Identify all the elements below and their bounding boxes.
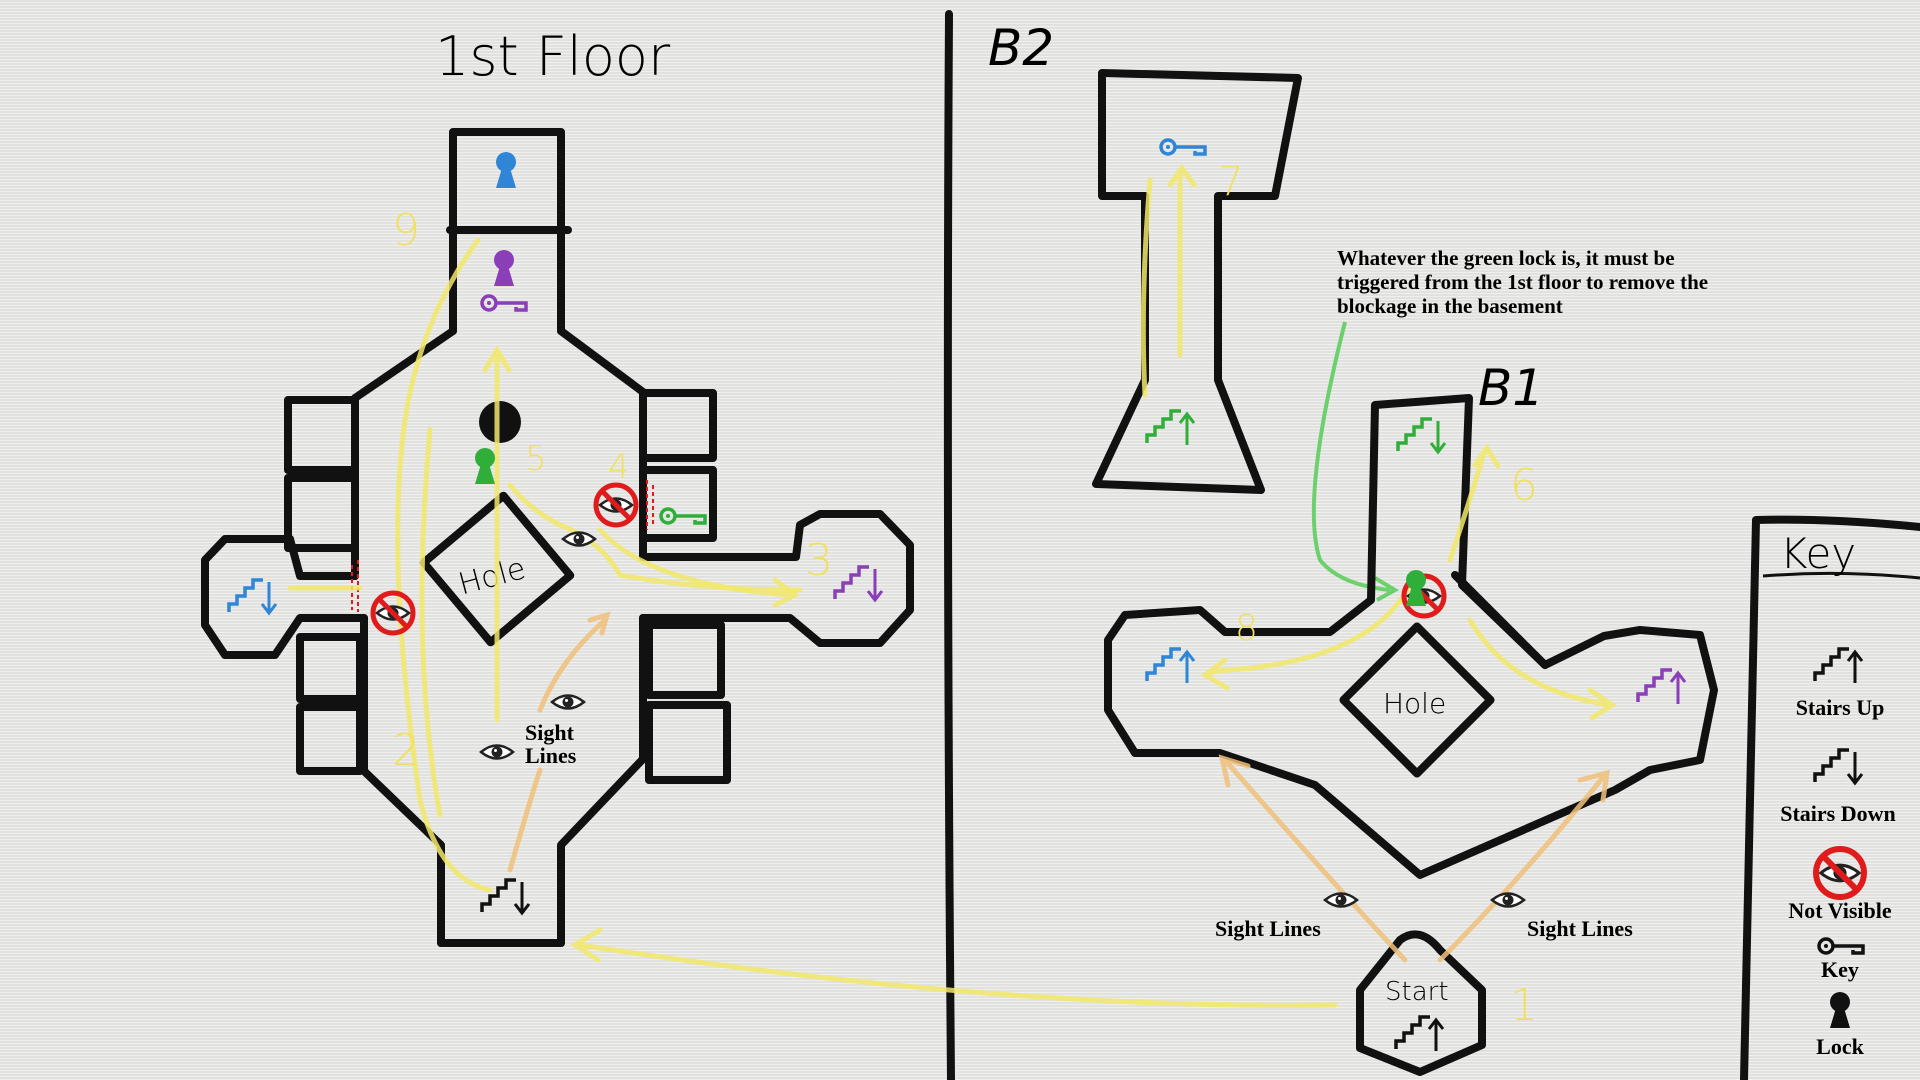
sight-lines-label: Sight Lines — [1527, 916, 1633, 941]
step-number: 6 — [1510, 460, 1538, 511]
legend-title: Key — [1780, 529, 1856, 578]
sight-lines-label: Lines — [525, 743, 577, 768]
stairs-down-icon — [1813, 748, 1864, 785]
sight-arrow — [1218, 754, 1408, 963]
path-purple — [1467, 617, 1617, 721]
note-line: blockage in the basement — [1337, 294, 1563, 318]
legend-label: Stairs Down — [1780, 801, 1896, 826]
lock-icon — [1830, 992, 1850, 1028]
stairs-up-icon — [1636, 668, 1687, 706]
not-visible-icon — [596, 485, 636, 525]
green-lock-note: Whatever the green lock is, it must be t… — [1337, 246, 1708, 318]
left-stair-room — [201, 535, 368, 659]
eye-icon — [1323, 892, 1359, 908]
step-number: 9 — [392, 205, 420, 256]
side-room — [645, 701, 731, 784]
stairs-down-icon — [480, 878, 531, 915]
stairs-down-icon — [1396, 417, 1447, 454]
step-number: 5 — [525, 439, 547, 479]
start-label: Start — [1385, 977, 1449, 1007]
stairs-up-icon — [1813, 647, 1864, 685]
side-room — [645, 621, 725, 699]
green-lock-icon — [475, 448, 495, 484]
top-corridor — [446, 128, 572, 335]
legend-label: Lock — [1816, 1034, 1864, 1059]
step-number: 1 — [1510, 980, 1538, 1031]
path-9 — [395, 237, 493, 893]
path-6 — [1447, 443, 1501, 563]
note-pointer-arrow — [1311, 321, 1399, 602]
b2-walls — [1092, 69, 1302, 494]
sight-arrow — [537, 611, 611, 713]
not-visible-icon — [373, 593, 413, 633]
eye-icon — [561, 531, 597, 547]
green-key-icon — [659, 507, 707, 525]
path-1 — [570, 927, 1338, 1008]
side-room — [296, 703, 364, 775]
b1-walls — [1104, 394, 1718, 879]
sight-arrow — [1437, 769, 1611, 963]
legend-label: Not Visible — [1788, 898, 1892, 923]
note-line: triggered from the 1st floor to remove t… — [1337, 270, 1708, 294]
start-room — [1356, 930, 1486, 1076]
hole-diamond — [1339, 622, 1495, 778]
side-room — [639, 466, 717, 542]
stairs-down-icon — [227, 578, 278, 615]
blue-lock-icon — [496, 152, 516, 188]
side-room — [296, 633, 364, 703]
eye-icon — [479, 744, 515, 760]
legend-label: Key — [1821, 957, 1859, 982]
legend-label: Stairs Up — [1796, 695, 1885, 720]
legend-panel: Key Stairs Up Stairs Down Not Visible Ke… — [1740, 515, 1920, 1080]
blockage-circle — [479, 401, 521, 443]
b2-title: B2 — [988, 19, 1054, 77]
purple-lock-icon — [494, 250, 514, 286]
path-7 — [1140, 163, 1197, 398]
eye-icon — [1490, 892, 1526, 908]
right-stair-room — [639, 510, 914, 647]
step-number: 8 — [1235, 608, 1258, 649]
path-3 — [597, 527, 800, 608]
first-floor-title: 1st Floor — [435, 25, 671, 88]
stairs-up-icon — [1394, 1015, 1445, 1053]
sight-lines-label: Sight — [525, 720, 575, 745]
path-2 — [419, 427, 443, 818]
section-divider — [943, 10, 955, 1080]
note-line: Whatever the green lock is, it must be — [1337, 246, 1675, 270]
stairs-up-icon — [1145, 647, 1196, 685]
not-visible-icon — [1816, 849, 1864, 897]
b1-map: Hole Start — [570, 394, 1718, 1076]
key-icon — [1817, 937, 1865, 955]
step-number: 7 — [1218, 159, 1243, 205]
sight-lines-label: Sight Lines — [1215, 916, 1321, 941]
b2-map — [1092, 69, 1302, 494]
stairs-up-icon — [1145, 409, 1196, 447]
sight-arrow — [507, 767, 543, 873]
step-number: 4 — [608, 447, 630, 487]
side-room — [639, 389, 717, 462]
step-number: 3 — [805, 535, 833, 586]
path-8 — [1200, 582, 1413, 691]
step-number: 2 — [392, 725, 420, 776]
hole-label: Hole — [1383, 687, 1446, 720]
side-room — [284, 396, 359, 474]
stairs-down-icon — [833, 565, 884, 602]
hole-label: Hole — [455, 551, 529, 602]
purple-key-icon — [480, 294, 528, 312]
hole-diamond — [419, 491, 575, 647]
eye-icon — [550, 694, 586, 710]
b1-title: B1 — [1478, 359, 1544, 417]
first-floor-map: Hole — [201, 128, 914, 947]
side-room — [284, 474, 359, 552]
center-path — [482, 345, 512, 723]
blue-key-icon — [1159, 138, 1207, 156]
